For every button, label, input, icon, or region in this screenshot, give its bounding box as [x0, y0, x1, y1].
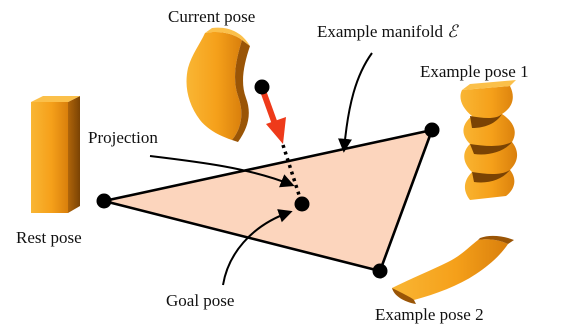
rest-pose-label: Rest pose	[16, 228, 82, 247]
current-pose-arrowhead	[266, 117, 286, 144]
example-pose-1-shape	[460, 80, 518, 200]
goal-pose-point	[294, 196, 310, 212]
example-pose-1-point	[424, 122, 440, 138]
example-manifold-triangle	[102, 128, 434, 273]
example-pose-2-shape	[392, 235, 514, 304]
example-pose-1-label: Example pose 1	[420, 62, 529, 81]
example-pose-2-point	[372, 263, 388, 279]
manifold-arrow	[338, 52, 373, 153]
current-pose-point	[254, 79, 270, 95]
example-pose-2-label: Example pose 2	[375, 305, 484, 324]
goal-pose-arrow	[222, 209, 293, 286]
rest-pose-shape	[31, 96, 80, 213]
current-pose-label: Current pose	[168, 7, 255, 26]
rest-pose-point	[96, 193, 112, 209]
current-pose-shape	[186, 27, 250, 142]
projection-arrow	[149, 155, 295, 188]
manifold-symbol: ℰ	[447, 22, 459, 41]
example-manifold-text: Example manifold	[317, 22, 444, 41]
projection-label: Projection	[88, 128, 158, 147]
projection-dotted-line	[281, 144, 302, 199]
goal-pose-label: Goal pose	[166, 291, 234, 310]
